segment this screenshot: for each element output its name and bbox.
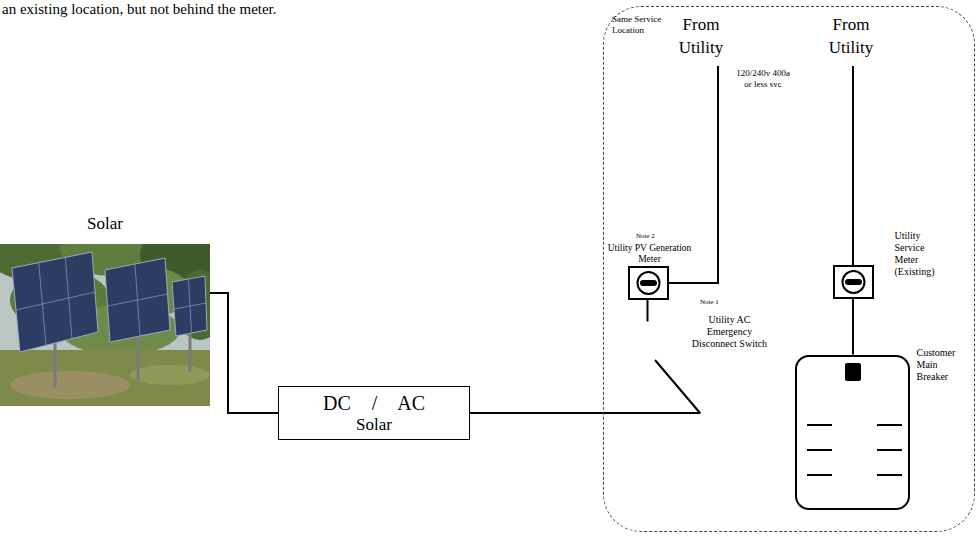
node-text: Solar bbox=[356, 415, 392, 435]
meter-symbol bbox=[640, 280, 657, 286]
connector-wire bbox=[470, 412, 700, 415]
source-label: From Utility bbox=[821, 14, 881, 60]
disconnect-blade bbox=[655, 360, 700, 413]
connector-wire bbox=[210, 293, 278, 413]
note-number: Note 1 bbox=[700, 298, 719, 306]
solar-photo bbox=[54, 340, 57, 388]
solar-array: Solar bbox=[0, 214, 210, 405]
breaker-symbol bbox=[807, 425, 902, 475]
breaker-symbol bbox=[877, 449, 902, 451]
connector-wire bbox=[647, 300, 649, 322]
solar-photo bbox=[174, 303, 206, 309]
utility-wire bbox=[852, 66, 854, 265]
solar-photo bbox=[105, 258, 170, 342]
breaker-symbol bbox=[877, 424, 902, 426]
breaker-symbol bbox=[807, 424, 832, 426]
node-text: Utility AC Emergency Disconnect Switch bbox=[690, 314, 770, 350]
solar-photo bbox=[12, 252, 98, 352]
disconnect-blade bbox=[655, 360, 700, 413]
node-text: Customer Main Breaker bbox=[917, 347, 967, 383]
node-text: DC / AC bbox=[323, 392, 425, 415]
service-rating: 120/240v 400a or less svc bbox=[736, 68, 790, 90]
connector-wire bbox=[852, 299, 854, 355]
breaker-symbol bbox=[807, 449, 832, 451]
solar-photo bbox=[0, 350, 210, 406]
service-meter: Utility Service Meter (Existing) bbox=[833, 265, 874, 299]
solar-photo bbox=[130, 365, 210, 385]
solar-photo bbox=[172, 276, 207, 336]
utility-wire bbox=[669, 66, 853, 283]
breaker-symbol bbox=[807, 474, 832, 476]
breaker-symbol bbox=[807, 363, 902, 475]
breaker-symbol bbox=[845, 363, 861, 381]
solar-photo bbox=[0, 244, 210, 406]
solar-photo bbox=[189, 330, 192, 372]
meter-symbol bbox=[845, 279, 862, 285]
solar-photo bbox=[16, 292, 95, 310]
node-text: Solar bbox=[87, 214, 123, 234]
meter-symbol bbox=[638, 271, 865, 294]
solar-photo bbox=[108, 294, 168, 306]
meter-symbol bbox=[638, 272, 660, 294]
node-text: Same Service Location bbox=[612, 14, 668, 36]
service-location-region: Same Service LocationUtility PV Generati… bbox=[603, 6, 975, 532]
pv-generation-meter: Utility PV Generation Meter bbox=[628, 266, 669, 300]
breaker-symbol bbox=[877, 474, 902, 476]
main-breaker-panel: Customer Main Breaker bbox=[795, 355, 910, 510]
node-text: Utility PV Generation Meter bbox=[608, 243, 692, 266]
disconnect-switch: Utility AC Emergency Disconnect Switch bbox=[645, 322, 705, 413]
source-label: From Utility bbox=[671, 14, 731, 60]
solar-photo bbox=[16, 257, 206, 345]
node-text: Utility Service Meter (Existing) bbox=[895, 230, 945, 278]
solar-photo bbox=[137, 334, 140, 380]
solar-photo bbox=[10, 371, 130, 399]
inverter-box: DC / ACSolar bbox=[278, 386, 470, 440]
meter-symbol bbox=[843, 271, 865, 293]
note-number: Note 2 bbox=[636, 232, 655, 240]
cut-off-text: an existing location, but not behind the… bbox=[2, 0, 277, 18]
